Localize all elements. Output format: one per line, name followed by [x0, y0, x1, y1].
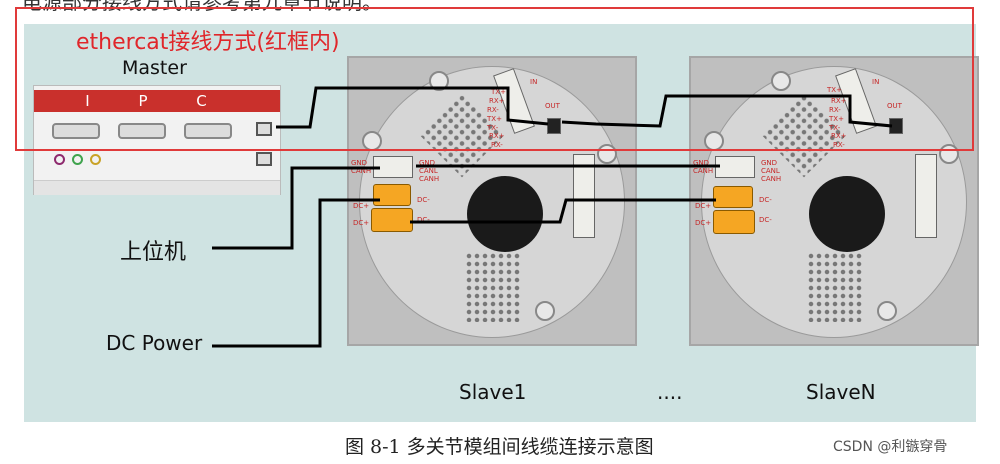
dc-power-wire-slave1-to-slaven [410, 200, 716, 222]
dc-power-wire [212, 200, 380, 346]
ethercat-highlight-box [15, 7, 974, 151]
can-wire-host [212, 168, 380, 248]
